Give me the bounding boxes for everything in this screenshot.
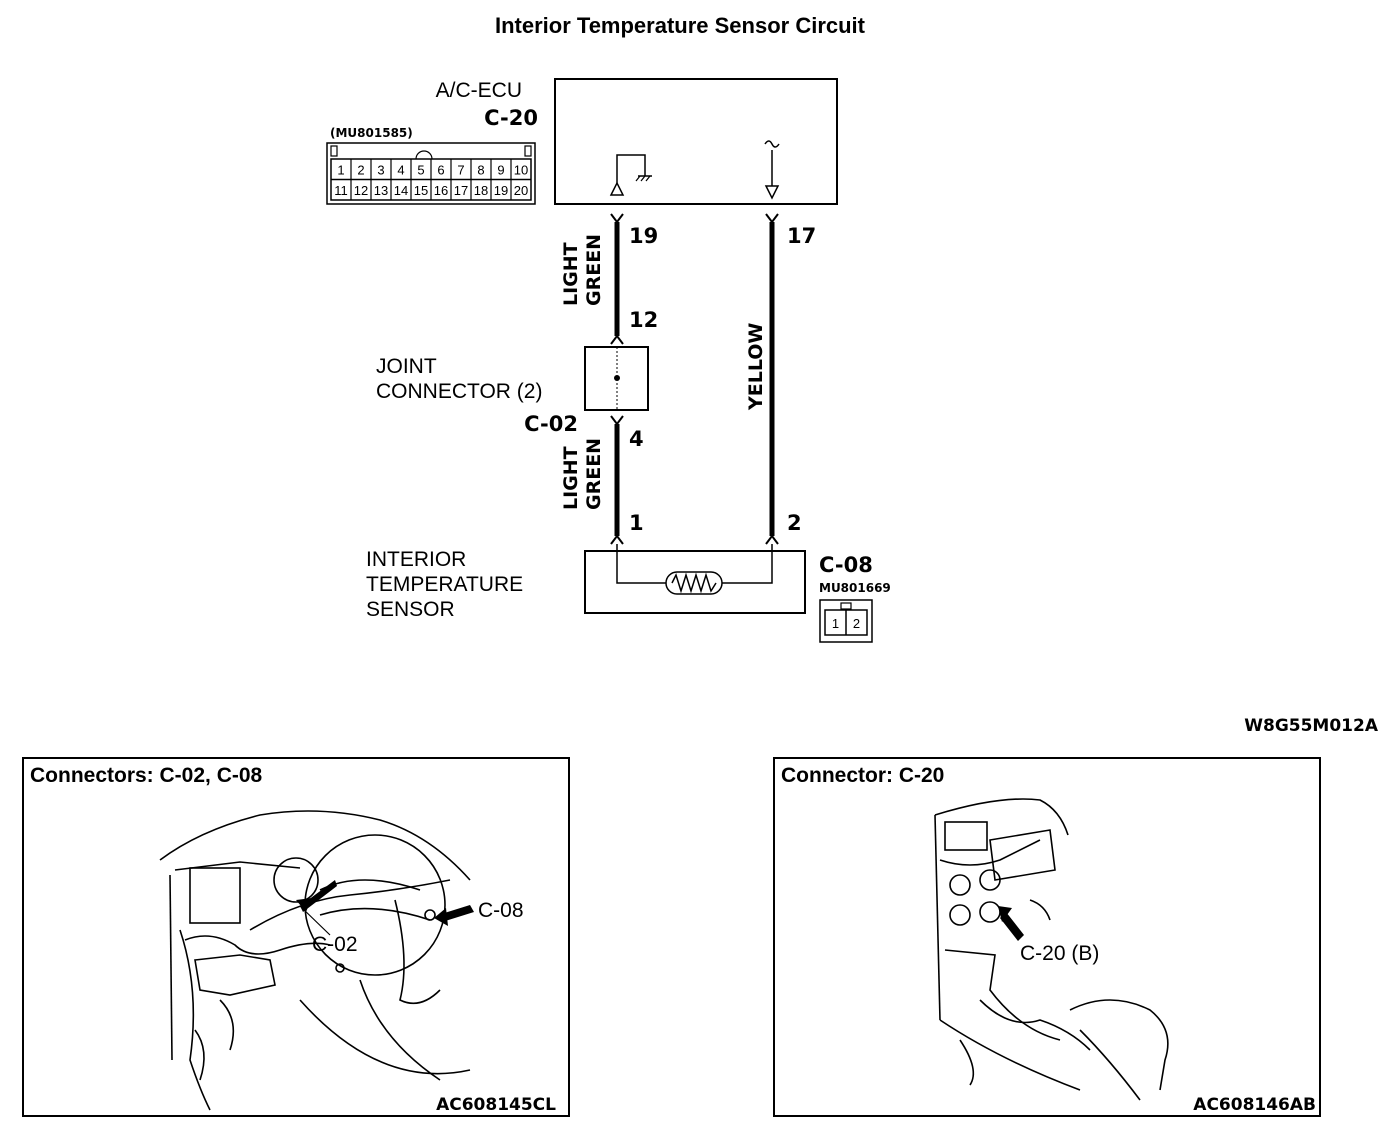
svg-text:2: 2 — [853, 616, 860, 631]
label-c02: C-02 — [312, 933, 358, 956]
wire-color-upper-1: LIGHT — [560, 242, 582, 306]
wire-color-yellow: YELLOW — [745, 323, 767, 411]
joint-label-1: JOINT — [376, 355, 437, 378]
panel-left-code: AC608145CL — [436, 1095, 556, 1115]
ecu-pin-20: 20 — [514, 183, 528, 198]
ground-symbol — [609, 154, 652, 196]
ecu-pin-14: 14 — [394, 183, 408, 198]
ecu-pin-16: 16 — [434, 183, 448, 198]
ecu-pin-19: 19 — [494, 183, 508, 198]
joint-label-2: CONNECTOR (2) — [376, 380, 542, 403]
ecu-part-number: (MU801585) — [330, 126, 413, 140]
ecu-pin-5: 5 — [417, 162, 424, 177]
pin-17: 17 — [787, 224, 816, 248]
ecu-pin-9: 9 — [497, 162, 504, 177]
sensor-box — [584, 550, 806, 614]
ecu-pin-13: 13 — [374, 183, 388, 198]
ecu-connector-id: C-20 — [484, 106, 538, 130]
splice-dot — [614, 375, 620, 381]
ecu-name: A/C-ECU — [436, 79, 522, 102]
panel-connector-c20: Connector: C-20 C-20 (B) AC608146AB — [773, 757, 1321, 1117]
signal-input-symbol — [764, 140, 780, 200]
ecu-pin-17: 17 — [454, 183, 468, 198]
ecu-pin-7: 7 — [457, 162, 464, 177]
ecu-pin-18: 18 — [474, 183, 488, 198]
diagram-code: W8G55M012A — [1244, 716, 1379, 736]
panel-left-title: Connectors: C-02, C-08 — [30, 764, 263, 787]
joint-connector-id: C-02 — [524, 412, 578, 436]
panel-connectors-c02-c08: Connectors: C-02, C-08 C-02 — [22, 757, 570, 1117]
pin-12: 12 — [629, 308, 658, 332]
label-c08: C-08 — [478, 899, 524, 922]
pin-4: 4 — [629, 427, 644, 451]
pin-2: 2 — [787, 511, 802, 535]
ecu-pin-8: 8 — [477, 162, 484, 177]
ecu-pin-10: 10 — [514, 162, 528, 177]
sensor-connector-face: 1 2 — [819, 599, 873, 643]
sensor-connector-id: C-08 — [819, 553, 873, 577]
dashboard-illustration — [159, 810, 471, 1111]
sensor-label-2: TEMPERATURE — [366, 573, 523, 596]
panel-right-code: AC608146AB — [1193, 1095, 1316, 1115]
ecu-pin-1: 1 — [337, 162, 344, 177]
ecu-pin-4: 4 — [397, 162, 404, 177]
sensor-label-3: SENSOR — [366, 598, 455, 621]
wire-color-lower-1: LIGHT — [560, 446, 582, 510]
panel-right-title: Connector: C-20 — [781, 764, 944, 787]
ecu-box — [554, 78, 838, 205]
pin-19: 19 — [629, 224, 658, 248]
wire-color-lower-2: GREEN — [583, 438, 605, 510]
ecu-pin-3: 3 — [377, 162, 384, 177]
label-c20: C-20 (B) — [1020, 942, 1099, 965]
sensor-label-1: INTERIOR — [366, 548, 466, 571]
ecu-pin-6: 6 — [437, 162, 444, 177]
ecu-pin-2: 2 — [357, 162, 364, 177]
ecu-pin-12: 12 — [354, 183, 368, 198]
pin-1: 1 — [629, 511, 644, 535]
diagram-title: Interior Temperature Sensor Circuit — [495, 13, 866, 38]
console-illustration — [934, 798, 1169, 1101]
thermistor-symbol — [665, 571, 723, 595]
svg-text:1: 1 — [832, 616, 839, 631]
wire-color-upper-2: GREEN — [583, 234, 605, 306]
sensor-part-number: MU801669 — [819, 581, 891, 595]
wire-yellow — [765, 213, 779, 545]
arrow-c20 — [1000, 912, 1024, 941]
wire-light-green-upper — [610, 213, 624, 345]
ecu-pin-15: 15 — [414, 183, 428, 198]
ecu-pin-11: 11 — [334, 183, 348, 198]
wire-light-green-lower — [610, 415, 624, 545]
